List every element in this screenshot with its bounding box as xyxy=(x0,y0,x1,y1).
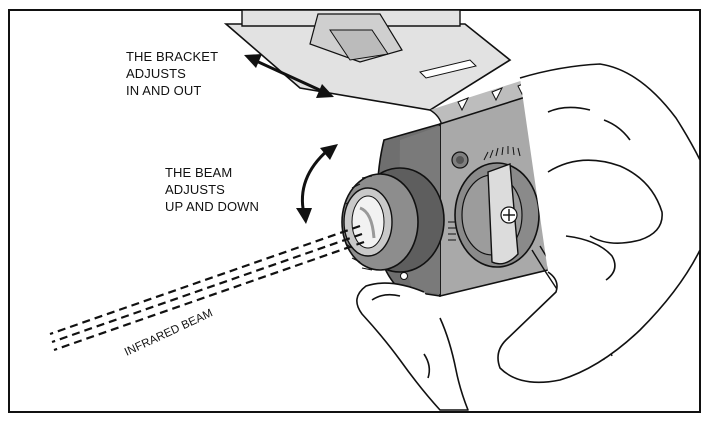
infrared-label-bg xyxy=(116,297,240,365)
sensor-housing xyxy=(341,122,445,297)
bracket-plate xyxy=(223,9,549,127)
beam-label-line-3: UP AND DOWN xyxy=(165,199,260,214)
bracket-label-line-3: IN AND OUT xyxy=(126,83,202,98)
bracket-adjust-label: THE BRACKET ADJUSTS IN AND OUT xyxy=(126,48,218,99)
hand-right xyxy=(497,63,701,384)
thumb xyxy=(356,282,469,411)
bracket-label-line-2: ADJUSTS xyxy=(126,66,186,81)
bracket-label-line-1: THE BRACKET xyxy=(126,49,219,64)
beam-arrow xyxy=(296,144,338,224)
beam-label-line-1: THE BEAM xyxy=(165,165,233,180)
beam-adjust-label: THE BEAM ADJUSTS UP AND DOWN xyxy=(165,164,259,215)
bracket-arrow xyxy=(244,54,334,98)
infrared-beam xyxy=(49,224,365,352)
beam-label-line-2: ADJUSTS xyxy=(165,182,225,197)
adjustment-dial xyxy=(454,162,540,268)
